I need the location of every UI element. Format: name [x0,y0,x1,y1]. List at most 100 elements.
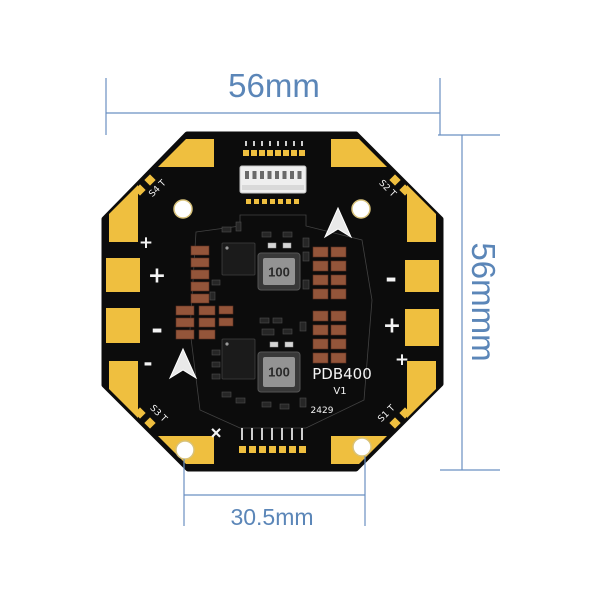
smd-part [282,231,293,238]
signal-pad [275,150,281,156]
ic-pin1-dot [225,246,229,250]
smd-part [261,231,272,238]
signal-pad [259,150,265,156]
signal-pad [279,446,286,453]
signal-pad [389,174,401,186]
silkscreen-tick [261,141,263,146]
capacitor [330,310,347,322]
signal-pad [243,150,249,156]
capacitor [330,274,347,286]
resistor [282,242,292,249]
power-pad-right-lower [405,309,439,346]
signal-pad [249,446,256,453]
resistor [284,341,294,348]
connector-pin [290,171,294,179]
connector-pin [297,171,302,179]
smd-part [259,317,270,324]
signal-pad [251,150,257,156]
smd-part [235,397,246,404]
smd-part [272,317,283,324]
motor-pad-top-right-side [407,185,436,242]
capacitor-bank-left [175,245,234,340]
inductor-label: 100 [268,265,290,280]
capacitor-bank-right [312,246,347,364]
polarity-mark-plus: + [139,233,153,253]
capacitor [190,269,210,280]
capacitor [312,324,329,336]
width-label: 56mm [228,67,320,104]
capacitor [330,288,347,300]
motor-pad-bottom-left-side [109,361,138,418]
smd-part [302,279,310,290]
signal-pad [239,446,246,453]
signal-pad [267,150,273,156]
polarity-mark-plus: + [395,350,409,370]
smd-part [299,397,307,408]
signal-pad [399,407,411,419]
smd-part [299,321,307,332]
power-pad-left-upper [106,258,140,292]
polarity-mark-minus: - [385,262,397,295]
capacitor [312,246,329,258]
connector-pin [275,171,279,179]
smd-part [209,291,216,301]
hole-spacing-label: 30.5mm [230,504,313,530]
signal-pad [246,199,251,204]
capacitor [330,352,347,364]
capacitor [175,305,195,316]
signal-pad [299,150,305,156]
motor-pad-bottom-right-side [407,361,436,418]
board-model: PDB400 [312,365,372,383]
fc-connector [239,165,307,194]
inductor-upper: 100 [257,252,301,291]
top-signal-pad-row [243,141,305,156]
power-pad-right-upper [405,260,439,292]
signal-pad [389,417,401,429]
capacitor [312,310,329,322]
motor-pad-top-right-top [331,139,387,167]
resistor [267,242,277,249]
signal-pad [134,407,146,419]
silkscreen-tick [253,141,255,146]
board-version: V1 [333,386,346,397]
capacitor [312,274,329,286]
height-dimension: 56mmm [438,134,502,471]
capacitor [175,317,195,328]
signal-pad [269,446,276,453]
mounting-hole-top-left [173,199,193,219]
capacitor [330,324,347,336]
signal-pad [144,417,156,429]
connector-pin [267,171,272,179]
bottom-signal-pad-row [239,428,306,453]
hole-spacing-dimension: 30.5mm [183,456,366,530]
smd-part [261,328,275,336]
polarity-mark-minus: - [151,313,163,346]
polarity-mark-plus: + [383,314,401,339]
smd-part [261,401,272,408]
silkscreen-tick [261,428,263,440]
silkscreen-tick [251,428,253,440]
capacitor [190,293,210,304]
signal-pads-top-left [134,174,156,196]
connector-pin [252,171,257,179]
power-pad-left-lower [106,308,140,343]
signal-pad [278,199,283,204]
inductor-top [263,258,295,285]
silkscreen-tick [301,141,303,146]
capacitor [190,245,210,256]
capacitor [330,260,347,272]
smd-part [235,221,242,232]
inductor-label: 100 [268,365,290,380]
signal-pads-top-right [389,174,411,196]
motor-pad-top-left-top [158,139,214,167]
capacitor [312,288,329,300]
smd-part [211,349,221,356]
mounting-hole-bottom-right [352,437,372,457]
width-dimension: 56mm [105,67,441,135]
height-label: 56mmm [465,242,502,361]
smd-part [211,373,221,380]
signal-pad [254,199,259,204]
ic-pin1-dot [225,342,229,346]
connector-pad-row [246,199,299,204]
